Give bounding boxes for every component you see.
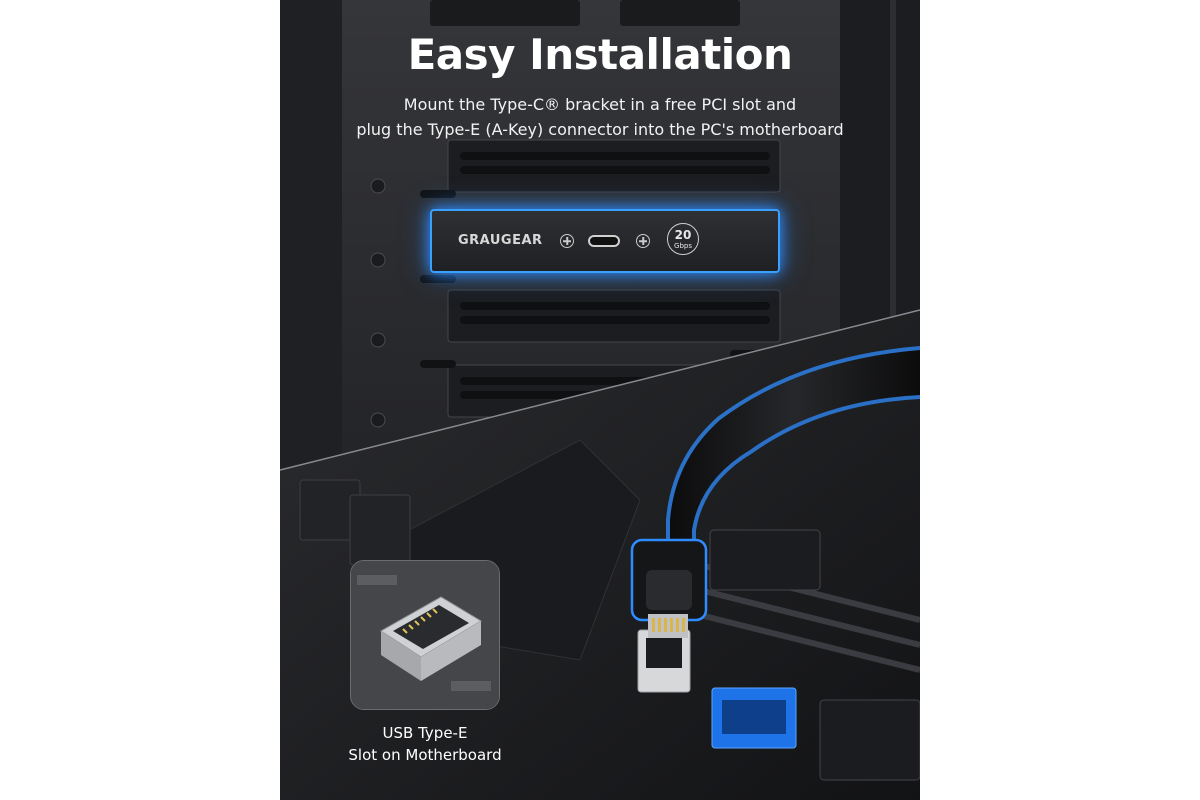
inset-caption-line-1: USB Type-E: [382, 724, 468, 742]
headline: Easy Installation: [407, 30, 793, 79]
pci-bracket: GRAUGEAR 20 Gbps: [430, 209, 780, 273]
type-e-slot-image: [351, 561, 499, 709]
inset-caption-line-2: Slot on Motherboard: [348, 746, 502, 764]
screw-icon: [560, 234, 574, 248]
speed-badge: 20 Gbps: [667, 223, 699, 255]
speed-unit: Gbps: [674, 242, 692, 250]
screw-icon: [636, 234, 650, 248]
subheadline-line-1: Mount the Type-C® bracket in a free PCI …: [403, 95, 797, 114]
subheadline-line-2: plug the Type-E (A-Key) connector into t…: [356, 120, 844, 139]
speed-value: 20: [674, 228, 692, 242]
type-e-slot-closeup: [350, 560, 500, 710]
product-image: Easy Installation Mount the Type-C® brac…: [280, 0, 920, 800]
brand-logo: GRAUGEAR: [458, 233, 543, 248]
usb-c-port-icon: [588, 235, 620, 247]
pc-case-illustration: [280, 0, 920, 800]
